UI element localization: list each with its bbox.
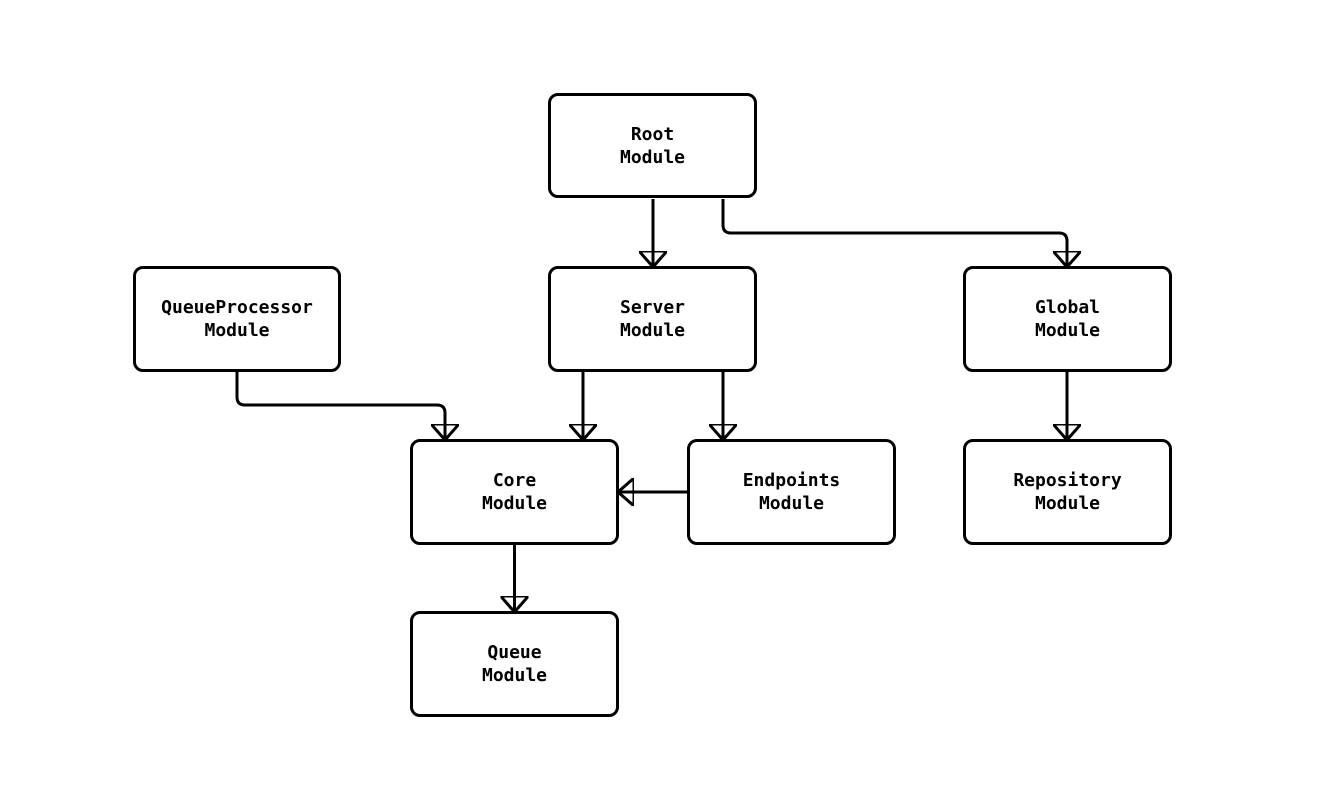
node-global-module-label: Global Module (1034, 297, 1101, 341)
node-endpoints-module-label: Endpoints Module (742, 470, 841, 514)
edge-root-to-global (721, 199, 1067, 266)
node-core-module-label: Core Module (481, 470, 548, 514)
node-queueprocessor-module: QueueProcessor Module (133, 266, 341, 372)
node-root-module-label: Root Module (619, 123, 686, 168)
node-global-module: Global Module (963, 266, 1172, 372)
node-server-module-label: Server Module (619, 297, 686, 341)
node-repository-module: Repository Module (963, 439, 1172, 545)
node-endpoints-module: Endpoints Module (687, 439, 896, 545)
node-queue-module-label: Queue Module (481, 642, 548, 686)
edge-queueprocessor-to-core (235, 372, 445, 439)
node-queueprocessor-module-label: QueueProcessor Module (161, 297, 313, 341)
node-root-module: Root Module (548, 93, 757, 198)
node-server-module: Server Module (548, 266, 757, 372)
node-repository-module-label: Repository Module (1013, 470, 1122, 514)
node-core-module: Core Module (410, 439, 619, 545)
node-queue-module: Queue Module (410, 611, 619, 717)
